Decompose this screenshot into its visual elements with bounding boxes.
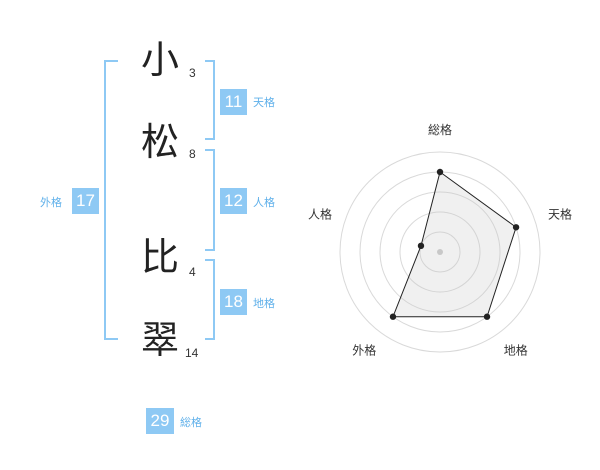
surname-char-2: 松 — [140, 120, 179, 164]
gaikaku-bracket — [104, 60, 118, 340]
radar-ring-3 — [379, 191, 501, 313]
radar-ring-1 — [419, 231, 461, 273]
radar-axis-label-1: 総格 — [428, 122, 452, 137]
radar-point-5 — [417, 242, 425, 250]
radar-axis-label-5: 人格 — [308, 206, 332, 221]
radar-point-2 — [512, 224, 520, 231]
bracket-lines — [104, 60, 215, 340]
radar-axis-label-3: 地格 — [504, 343, 528, 358]
gaikaku-label: 外格 — [40, 196, 62, 209]
jinkaku-label: 人格 — [253, 196, 275, 209]
chikaku-badge: 18 — [220, 289, 247, 315]
radar-point-1 — [436, 168, 444, 176]
soukaku-label: 総格 — [180, 416, 202, 429]
radar-axis-label-2: 天格 — [548, 206, 572, 221]
radar-ring-5 — [339, 151, 541, 353]
radar-point-4 — [389, 313, 397, 320]
tenkaku-bracket — [205, 60, 215, 140]
radar-point-3 — [483, 313, 491, 320]
jinkaku-bracket — [205, 149, 215, 251]
soukaku-badge: 29 — [146, 408, 174, 434]
surname-char-1: 小 — [140, 38, 179, 82]
given-char-1: 比 — [140, 235, 179, 279]
given-char-2-strokes: 14 — [185, 346, 199, 360]
surname-char-2-strokes: 8 — [189, 147, 196, 161]
radar-series-polygon — [392, 171, 517, 318]
given-char-2: 翠 — [140, 318, 179, 362]
given-char-1-strokes: 4 — [189, 265, 196, 279]
jinkaku-badge: 12 — [220, 188, 247, 214]
tenkaku-badge: 11 — [220, 89, 247, 115]
radar-center-dot — [437, 249, 443, 255]
radar-ring-2 — [399, 211, 481, 293]
chikaku-label: 地格 — [253, 297, 275, 310]
chikaku-bracket — [205, 259, 215, 340]
radar-points — [389, 168, 520, 320]
surname-char-1-strokes: 3 — [189, 66, 196, 80]
gaikaku-badge: 17 — [72, 188, 99, 214]
tenkaku-label: 天格 — [253, 96, 275, 109]
radar-axis-label-4: 外格 — [352, 343, 376, 358]
radar-grid — [339, 151, 541, 353]
